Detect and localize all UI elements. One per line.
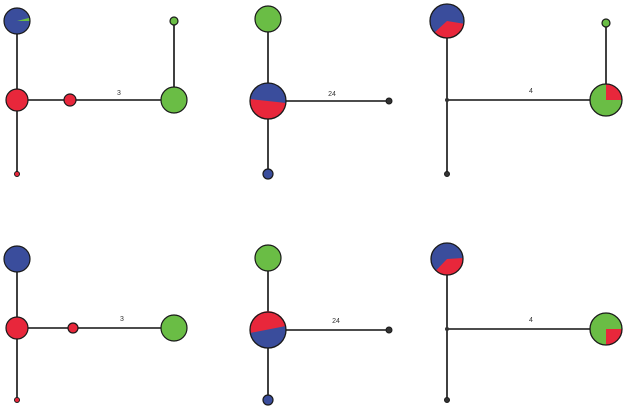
mutation-count-label: 3 — [117, 90, 121, 97]
haplotype-node — [444, 171, 450, 177]
network-top-left: 3 — [3, 7, 188, 177]
haplotype-node — [14, 171, 20, 177]
network-top-middle: 24 — [249, 5, 393, 180]
mutation-count-label: 4 — [529, 317, 533, 324]
haplotype-node — [254, 244, 282, 272]
pie-slice-red — [436, 258, 464, 275]
haplotype-node-pie — [3, 7, 31, 35]
haplotype-node — [601, 18, 611, 28]
haplotype-node — [254, 5, 282, 33]
pie-slice-red — [434, 21, 464, 39]
network-top-right: 4 — [429, 3, 623, 177]
pie-slice-green — [17, 17, 30, 21]
pie-slice-red — [249, 311, 286, 333]
mutation-count-label: 3 — [120, 316, 124, 323]
haplotype-node-pie — [249, 82, 287, 120]
mutation-count-label: 24 — [328, 91, 336, 98]
haplotype-node — [262, 394, 274, 406]
mutation-count-label: 24 — [332, 318, 340, 325]
haplotype-node-pie — [589, 312, 623, 346]
pie-slice-blue — [250, 82, 287, 103]
mutation-count-label: 4 — [529, 88, 533, 95]
haplotype-node — [445, 98, 449, 102]
network-bottom-right: 4 — [430, 242, 623, 403]
haplotype-node — [385, 326, 393, 334]
haplotype-node — [445, 327, 449, 331]
haplotype-node — [63, 93, 77, 107]
haplotype-node-pie — [249, 311, 287, 349]
haplotype-node — [444, 397, 450, 403]
network-bottom-middle: 24 — [249, 244, 393, 406]
haplotype-node — [3, 245, 31, 273]
haplotype-node — [5, 88, 29, 112]
haplotype-node — [160, 86, 188, 114]
haplotype-node — [67, 322, 79, 334]
haplotype-node — [169, 16, 179, 26]
haplotype-node-pie — [430, 242, 464, 276]
pie-slice-red — [606, 84, 622, 100]
haplotype-node — [262, 168, 274, 180]
haplotype-node — [160, 314, 188, 342]
network-bottom-left: 3 — [3, 245, 188, 403]
haplotype-node — [14, 397, 20, 403]
haplotype-node-pie — [429, 3, 465, 39]
pie-slice-red — [606, 329, 622, 345]
haplotype-node — [5, 316, 29, 340]
haplotype-node — [385, 97, 393, 105]
haplotype-node-pie — [589, 83, 623, 117]
